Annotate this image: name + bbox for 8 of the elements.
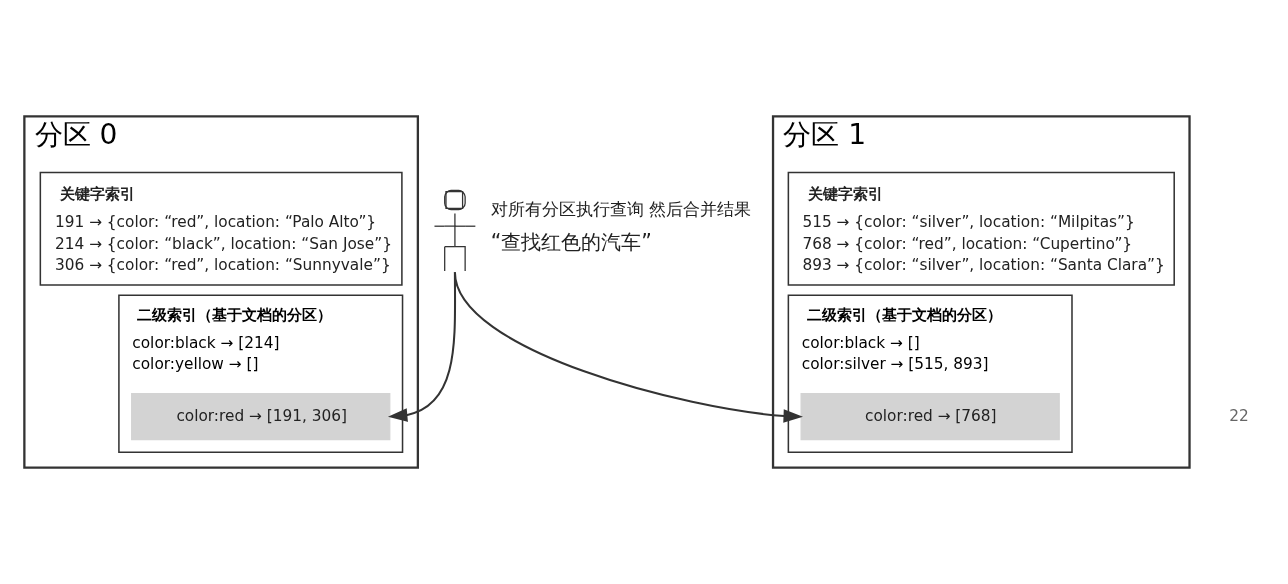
node-label: 对所有分区执行查询 然后合并结果 xyxy=(490,200,751,220)
node-box: color:red → [768] xyxy=(800,392,1060,441)
node-box: 关键字索引 191 → {color: “red”, location: “Palo Alto”} 214 → {color: “black”, location: “San Jose”} 306 → {color: “red”, location: “Sunnyvale”} xyxy=(39,171,403,286)
node-box: color:red → [191, 306] xyxy=(131,392,391,441)
node-label: “查找红色的汽车” xyxy=(490,229,652,254)
label: 22 xyxy=(1229,406,1249,425)
arrow xyxy=(453,271,803,423)
node-box: 关键字索引 515 → {color: “silver”, location: “Milpitas”} 768 → {color: “red”, location: “Cupertino”} 893 → {color: “silver”, location: “Santa Clara”} xyxy=(787,171,1175,286)
